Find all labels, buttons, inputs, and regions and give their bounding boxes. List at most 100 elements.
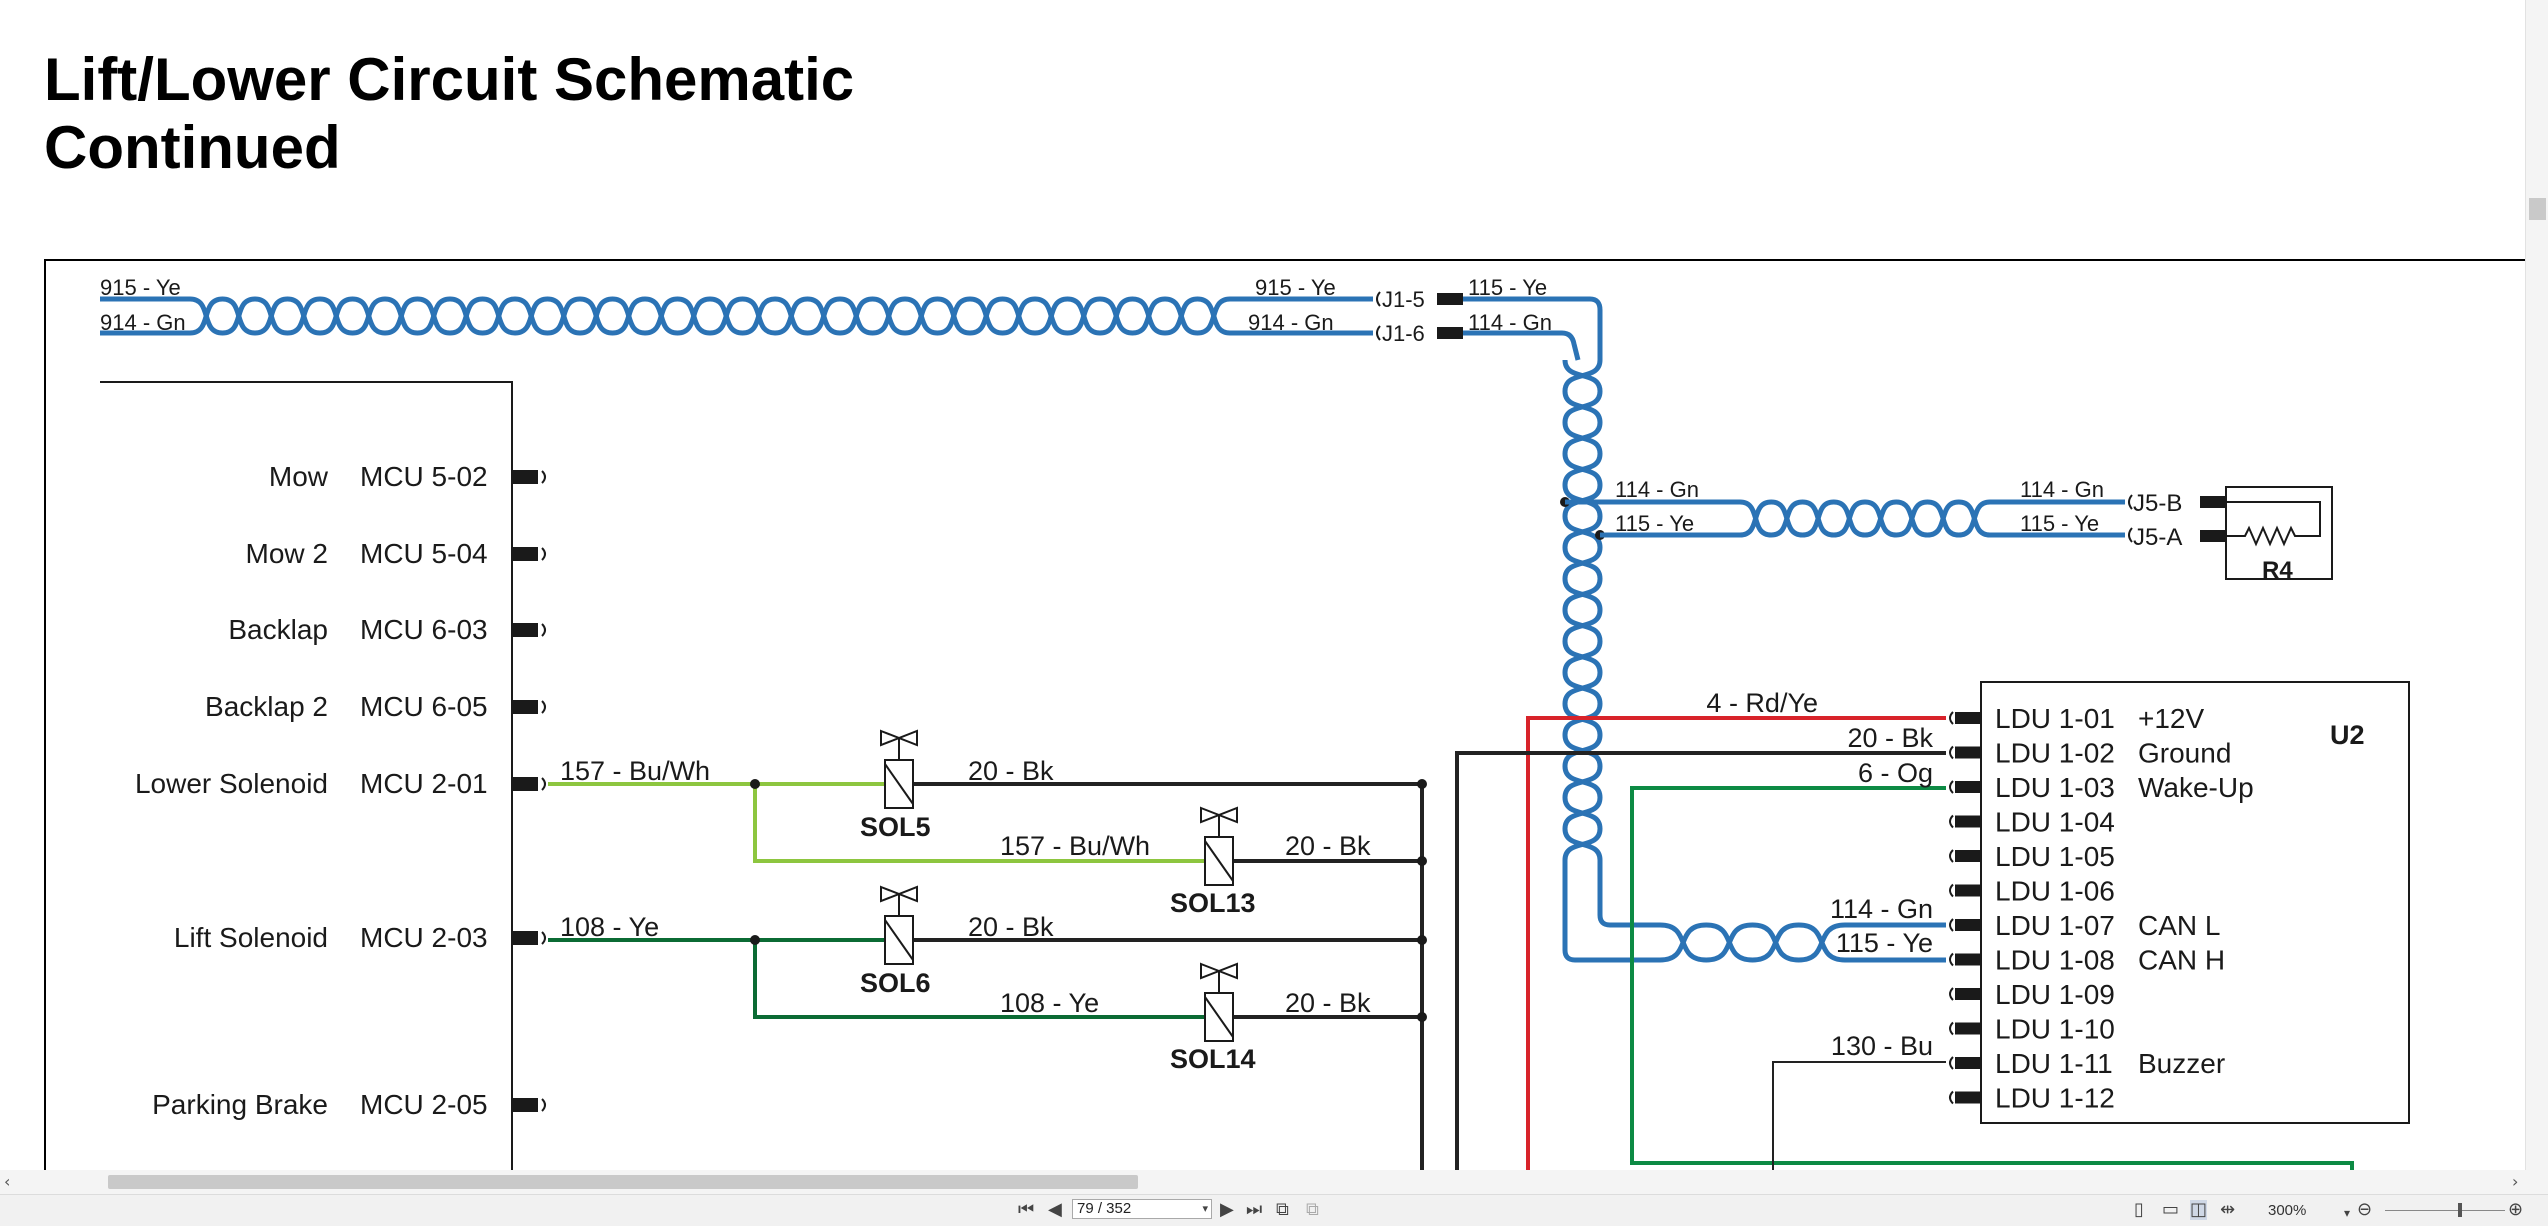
mcu-function-label: Parking Brake: [152, 1089, 328, 1120]
solenoid-coil-slash: [1204, 840, 1234, 882]
ldu-pin-label: LDU 1-01: [1995, 703, 2115, 734]
wire-j5-left: [1565, 499, 1740, 538]
twist-strand-b: [1739, 499, 1991, 538]
vertical-scrollbar-thumb[interactable]: [2529, 198, 2546, 220]
last-page-icon[interactable]: ⏭: [1246, 1199, 1263, 1220]
r4-resistor-icon: [2226, 501, 2321, 547]
mcu-pin-terminal: [512, 1098, 538, 1112]
next-page-icon[interactable]: ▶: [1220, 1199, 1234, 1220]
ldu-pin-label: LDU 1-06: [1995, 876, 2115, 907]
previous-page-icon[interactable]: ◀: [1048, 1199, 1062, 1220]
valve-icon: [880, 729, 918, 747]
zoom-dropdown-icon[interactable]: ▾: [2344, 1206, 2351, 1220]
scroll-left-arrow-icon[interactable]: ‹: [4, 1172, 11, 1191]
wire-label-915-right: 915 - Ye: [1255, 275, 1336, 300]
zoom-in-icon[interactable]: ⊕: [2508, 1199, 2524, 1220]
zoom-slider-handle[interactable]: [2458, 1203, 2462, 1217]
vertical-scrollbar[interactable]: [2525, 0, 2548, 1170]
chevron-down-icon[interactable]: ▾: [1202, 1203, 1208, 1215]
wire-20-bk-ldu: [1455, 751, 1946, 1170]
twisted-pair-can: [1659, 922, 1846, 963]
two-page-view-icon[interactable]: ◫: [2190, 1199, 2208, 1220]
ldu-pin-terminal: [1955, 781, 1981, 793]
solenoid-coil-slash: [884, 763, 914, 805]
twist-strand-a: [189, 296, 1231, 336]
wire-label-914-right: 914 - Gn: [1248, 310, 1334, 335]
wire-label-115-j5: 115 - Ye: [1615, 511, 1694, 536]
ldu-pin-plug: [1949, 1056, 1954, 1070]
ldu-function-label: +12V: [2138, 703, 2204, 734]
sol6-label: SOL6: [860, 968, 931, 998]
horizontal-scrollbar-thumb[interactable]: [108, 1175, 1138, 1189]
sol5-label: SOL5: [860, 812, 931, 842]
page-copy-icon[interactable]: ⧉: [1276, 1199, 1289, 1220]
wire-can-right: [1845, 922, 1946, 963]
mcu-pin-plug: [541, 931, 546, 945]
page-title-line1: Lift/Lower Circuit Schematic: [44, 46, 855, 113]
mcu-function-label: Backlap 2: [205, 691, 328, 722]
twist-strand-a: [1739, 499, 1991, 538]
j1-6-label: J1-6: [1382, 321, 1425, 346]
scroll-right-arrow-icon[interactable]: ›: [2512, 1172, 2519, 1191]
ground-dot-1: [1417, 779, 1427, 789]
fit-width-icon[interactable]: ⇹: [2220, 1199, 2236, 1220]
mcu-function-label: Lower Solenoid: [135, 768, 328, 799]
wire-label-108-b: 108 - Ye: [1000, 988, 1099, 1018]
ground-dot-4: [1417, 1012, 1427, 1022]
ldu-pin-plug: [1949, 952, 1954, 967]
horizontal-scrollbar[interactable]: ‹ ›: [0, 1170, 2548, 1194]
mcu-pin-label: MCU 6-05: [360, 691, 488, 722]
ldu-pin-terminal: [1955, 712, 1981, 724]
wire-label-130: 130 - Bu: [1831, 1031, 1933, 1061]
wire-label-915-left: 915 - Ye: [100, 275, 181, 300]
wire-label-115-j5a: 115 - Ye: [2020, 511, 2099, 536]
first-page-icon[interactable]: ⏮: [1018, 1199, 1035, 1220]
ldu-pin-label: LDU 1-05: [1995, 841, 2115, 872]
page-number-input[interactable]: 79 / 352 ▾: [1072, 1199, 1212, 1219]
wire-label-114-ldu: 114 - Gn: [1830, 894, 1933, 924]
wire-label-115-ldu: 115 - Ye: [1836, 928, 1933, 958]
single-page-view-icon[interactable]: ▯: [2134, 1199, 2144, 1220]
mcu-pin-label: MCU 2-01: [360, 768, 488, 799]
ldu-pin-label: LDU 1-10: [1995, 1014, 2115, 1045]
ldu-pin-plug: [1949, 883, 1954, 898]
page-indicator: 79 / 352: [1077, 1200, 1132, 1217]
mcu-pin-terminal: [512, 700, 538, 714]
page-paste-icon[interactable]: ⧉: [1306, 1199, 1319, 1220]
wire-label-20-a: 20 - Bk: [968, 756, 1054, 786]
ldu-pin-terminal: [1955, 1057, 1981, 1069]
wire-157-lower-solenoid: [548, 782, 1205, 863]
zoom-out-icon[interactable]: ⊖: [2357, 1199, 2373, 1220]
wire-915-914-right: [1230, 296, 1373, 336]
wire-label-914-left: 914 - Gn: [100, 310, 186, 335]
mcu-pin-label: MCU 2-05: [360, 1089, 488, 1120]
r4-box: [2225, 486, 2333, 580]
ldu-pin-label: LDU 1-03: [1995, 772, 2115, 803]
mcu-pin-plug: [541, 1098, 546, 1112]
ldu-pin-terminal: [1955, 1022, 1981, 1035]
mcu-pin-plug: [541, 547, 546, 561]
ldu-pin-plug: [1949, 711, 1954, 725]
junction-108: [750, 935, 760, 945]
ldu-pin-terminal: [1955, 850, 1981, 862]
wire-4-rd-ye: [1526, 716, 1946, 1170]
j5-plug: [2128, 494, 2133, 543]
ldu-pin-plug: [1949, 849, 1954, 863]
zoom-slider-track[interactable]: [2385, 1210, 2505, 1211]
mcu-pin-label: MCU 5-04: [360, 538, 488, 569]
continuous-view-icon[interactable]: ▭: [2162, 1199, 2180, 1220]
ldu-pin-label: LDU 1-11: [1995, 1048, 2113, 1079]
mcu-function-label: Mow: [269, 461, 329, 492]
valve-icon: [1200, 806, 1238, 824]
valve-icon: [880, 885, 918, 903]
j1-5-pin: [1437, 293, 1463, 305]
wire-6-og-wakeup: [1630, 786, 2354, 1170]
sol13-label: SOL13: [1170, 888, 1256, 918]
viewer-status-bar: ⏮ ◀ 79 / 352 ▾ ▶ ⏭ ⧉ ⧉ ▯ ▭ ◫ ⇹ 300% ▾ ⊖ …: [0, 1194, 2548, 1226]
wire-label-20-ldu: 20 - Bk: [1847, 723, 1933, 753]
wire-115-114-top: [1463, 296, 1603, 361]
ground-dot-3: [1417, 935, 1427, 945]
wire-vert-bottom-left: [1562, 860, 1600, 963]
